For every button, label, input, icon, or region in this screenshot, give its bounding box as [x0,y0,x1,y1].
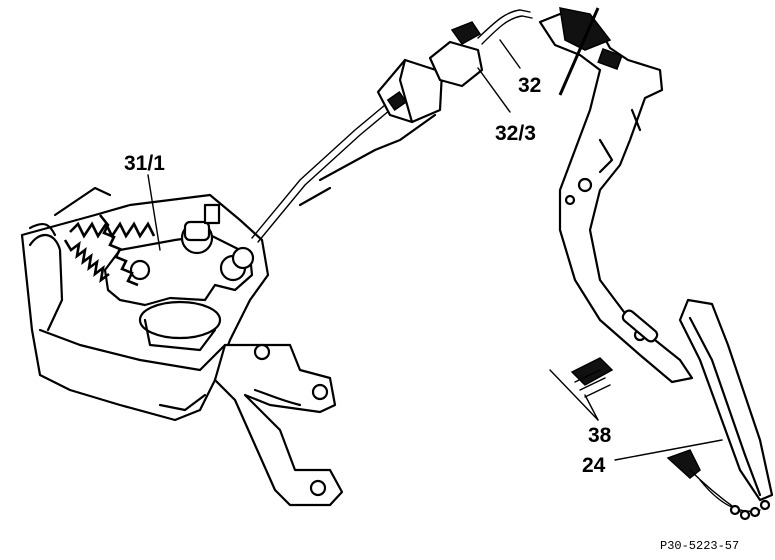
lever-plate-31-1 [103,203,255,307]
callout-leaders [147,39,723,461]
return-springs [28,186,156,287]
figure-id: P30-5223-57 [660,539,739,553]
callout-32: 32 [518,74,541,97]
callout-31-1: 31/1 [124,152,165,175]
mounting-bracket [213,343,344,507]
accelerator-cable [251,9,533,243]
callout-38: 38 [588,424,612,447]
pedal-pad [666,298,774,521]
callout-24: 24 [582,454,606,477]
callout-32-3: 32/3 [495,122,536,145]
pedal-stop-38 [570,357,614,398]
accelerator-pedal-lever [538,7,694,384]
